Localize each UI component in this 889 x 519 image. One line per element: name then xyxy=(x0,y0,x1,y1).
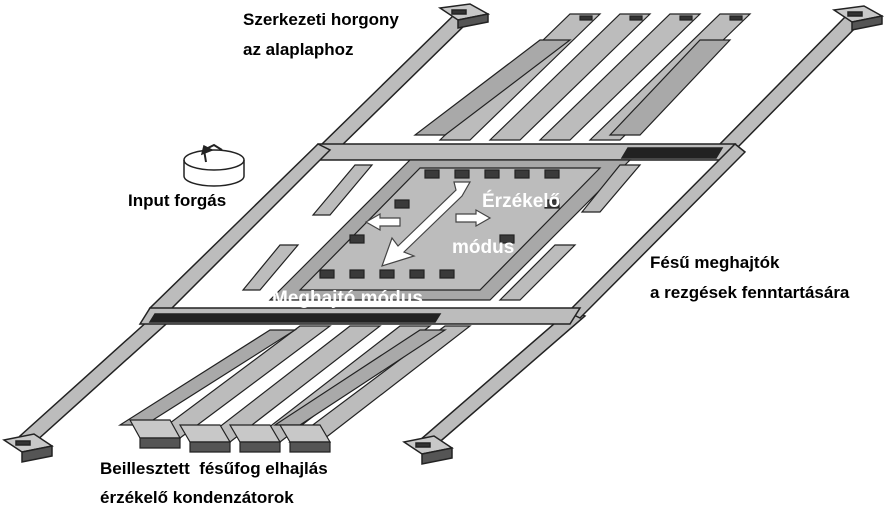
beam-top-right xyxy=(718,13,865,151)
bottom-comb-fingers xyxy=(117,325,472,453)
drive-mode-arrow-left xyxy=(364,212,401,232)
frame-right-bar xyxy=(566,142,747,319)
sense-mass xyxy=(241,159,642,301)
sense-capacitors-label-line1: Beillesztett fésűfog elhajlás xyxy=(100,459,328,478)
sense-mode-label-line1: Érzékelő xyxy=(482,191,561,212)
drive-mode-label: Meghajtó módus xyxy=(272,288,423,309)
side-comb-pads xyxy=(241,164,642,301)
sense-capacitors-label-line2: érzékelő kondenzátorok xyxy=(100,488,294,507)
sense-mode-label-line2: módus xyxy=(452,237,515,258)
sense-mode-arrow xyxy=(381,181,472,267)
bottom-finger-ends xyxy=(128,419,332,453)
input-rotation-label: Input forgás xyxy=(128,191,227,210)
comb-drive-label-line2: a rezgések fenntartására xyxy=(650,283,850,302)
comb-drive-label-line1: Fésű meghajtók xyxy=(650,253,780,272)
anchor-label-line2: az alaplaphoz xyxy=(243,40,354,59)
anchor-label-line1: Szerkezeti horgony xyxy=(243,10,399,29)
input-rotation-icon xyxy=(183,143,245,187)
outer-frame xyxy=(138,142,747,325)
anchor-top-right xyxy=(831,5,885,31)
drive-mode-arrow-right xyxy=(455,208,492,228)
motion-arrows xyxy=(364,181,492,267)
anchor-bottom-right xyxy=(402,435,454,465)
anchor-bottom-left xyxy=(2,433,54,463)
top-comb-fingers xyxy=(413,13,752,141)
anchor-top-left xyxy=(437,3,491,29)
